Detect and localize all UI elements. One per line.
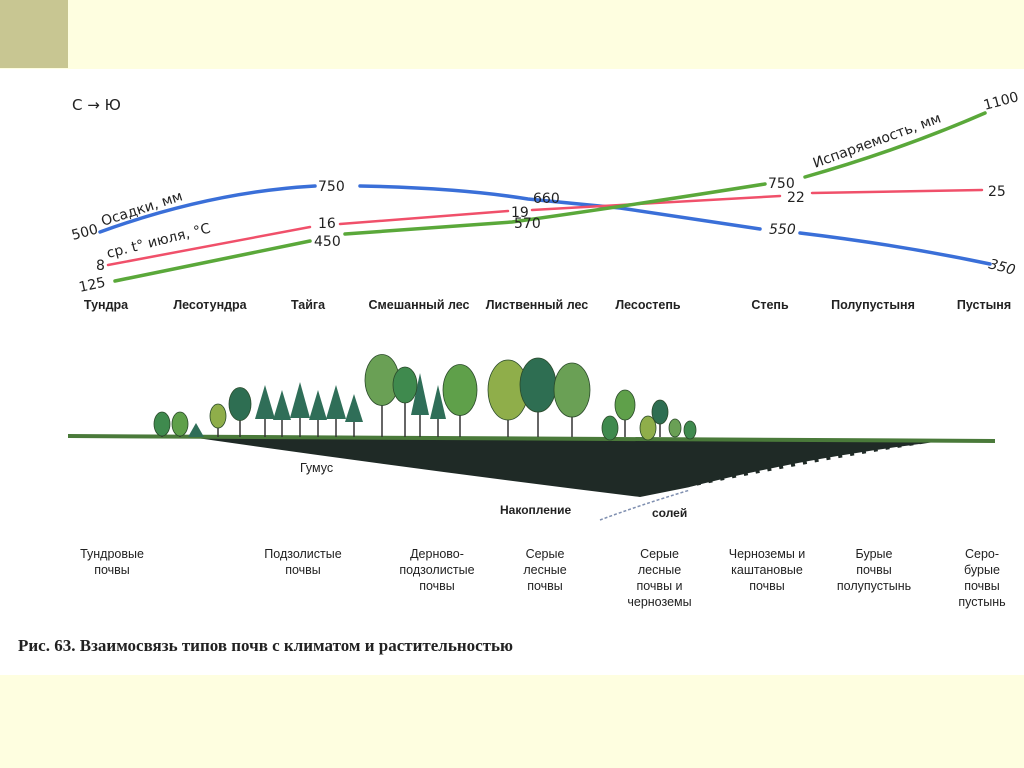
direction-label: С → Ю bbox=[72, 96, 121, 114]
zone-label: Смешанный лес bbox=[368, 298, 470, 312]
salt-trace bbox=[599, 489, 691, 521]
deciduous-tree bbox=[519, 357, 557, 413]
conifer-tree bbox=[255, 385, 275, 419]
soil-type-label: Серые лесные почвы и черноземы bbox=[612, 546, 707, 610]
soil-type-line: почвы bbox=[285, 563, 321, 577]
soil-type-line: почвы bbox=[419, 579, 455, 593]
deciduous-tree bbox=[639, 415, 657, 441]
soil-type-line: почвы bbox=[964, 579, 1000, 593]
temp-value: 16 bbox=[318, 216, 336, 232]
evap-value: 750 bbox=[768, 176, 795, 192]
soil-type-line: лесные bbox=[523, 563, 567, 577]
temp-value: 8 bbox=[96, 258, 105, 274]
conifer-tree bbox=[411, 373, 429, 415]
zone-label: Пустыня bbox=[956, 298, 1012, 312]
temp-value: 19 bbox=[511, 205, 529, 221]
soil-type-line: почвы bbox=[749, 579, 785, 593]
deciduous-tree bbox=[209, 403, 227, 429]
deciduous-tree bbox=[601, 415, 619, 441]
soil-type-label: Дерново-подзолистые почвы bbox=[378, 546, 496, 594]
soil-type-line: Бурые bbox=[855, 547, 893, 561]
zone-label: Полупустыня bbox=[831, 298, 915, 312]
soil-type-line: Тундровые bbox=[80, 547, 144, 561]
evap-value: 125 bbox=[78, 275, 107, 296]
soil-type-line: Серо- bbox=[964, 547, 1000, 561]
soil-type-line: Подзолистые bbox=[264, 547, 342, 561]
soil-type-line: почвы bbox=[94, 563, 130, 577]
soil-type-line: Черноземы и bbox=[728, 547, 806, 561]
deciduous-tree bbox=[614, 389, 636, 421]
vegetation bbox=[153, 354, 697, 441]
deciduous-tree bbox=[392, 366, 418, 404]
soil-type-label: Серые лесные почвы bbox=[505, 546, 585, 594]
conifer-tree bbox=[188, 423, 204, 437]
soil-type-line: Серые bbox=[525, 547, 565, 561]
salt-accumulation-band bbox=[689, 444, 921, 493]
precip-value: 750 bbox=[318, 179, 345, 195]
precip-value: 500 bbox=[70, 221, 100, 243]
zone-label: Лесостепь bbox=[615, 298, 681, 312]
soil-type-line: почвы и bbox=[636, 579, 683, 593]
soil-type-label: Бурые почвы полупустынь bbox=[818, 546, 930, 594]
deciduous-tree bbox=[553, 362, 591, 418]
conifer-tree bbox=[273, 390, 291, 420]
conifer-tree bbox=[290, 382, 310, 418]
conifer-tree bbox=[326, 385, 346, 419]
salt-label-right: солей bbox=[652, 506, 688, 520]
soil-type-line: полупустынь bbox=[836, 579, 912, 593]
deciduous-tree bbox=[228, 387, 252, 421]
soil-type-line: лесные bbox=[637, 563, 682, 577]
soil-type-line: черноземы bbox=[627, 595, 692, 609]
evaporation-title: Испаряемость, мм bbox=[811, 111, 943, 172]
humus-label: Гумус bbox=[300, 461, 334, 475]
temp-value: 22 bbox=[787, 190, 805, 206]
conifer-tree bbox=[430, 385, 446, 419]
deciduous-tree bbox=[153, 411, 171, 437]
soil-type-line: пустынь bbox=[958, 595, 1006, 609]
evap-value: 450 bbox=[314, 234, 341, 250]
deciduous-tree bbox=[683, 420, 697, 440]
temp-value: 25 bbox=[988, 184, 1006, 200]
soil-type-line: Серые bbox=[640, 547, 679, 561]
figure-caption: Рис. 63. Взаимосвязь типов почв с климат… bbox=[18, 636, 514, 655]
soil-type-line: почвы bbox=[527, 579, 563, 593]
soil-type-label: Подзолистые почвы bbox=[248, 546, 358, 578]
slide-accent-square bbox=[0, 0, 68, 68]
zone-label: Тайга bbox=[290, 298, 326, 312]
soil-type-line: почвы bbox=[856, 563, 892, 577]
deciduous-tree bbox=[668, 418, 682, 438]
soil-type-line: каштановые bbox=[731, 563, 803, 577]
ground-surface bbox=[67, 434, 996, 443]
salt-label-left: Накопление bbox=[500, 503, 572, 517]
deciduous-tree bbox=[651, 399, 669, 425]
soil-type-line: Дерново- bbox=[410, 547, 464, 561]
evaporation-line bbox=[113, 111, 987, 283]
zone-label: Тундра bbox=[83, 298, 129, 312]
evap-value: 1100 bbox=[982, 89, 1021, 114]
precip-value: 550 bbox=[769, 222, 796, 238]
soil-type-label: Тундровые почвы bbox=[62, 546, 162, 578]
soil-type-line: бурые bbox=[964, 563, 1000, 577]
evap-value: 570 bbox=[514, 216, 541, 232]
soil-type-label: Серо-бурые почвы пустынь bbox=[940, 546, 1024, 610]
soil-type-label: Черноземы и каштановые почвы bbox=[708, 546, 826, 594]
soil-type-line: подзолистые bbox=[399, 563, 475, 577]
zone-label: Лиственный лес bbox=[485, 298, 589, 312]
conifer-tree bbox=[345, 394, 363, 422]
humus-layer bbox=[190, 437, 940, 497]
deciduous-tree bbox=[442, 364, 478, 416]
zone-label: Лесотундра bbox=[173, 298, 247, 312]
zone-label: Степь bbox=[751, 298, 789, 312]
precip-value: 350 bbox=[987, 256, 1017, 278]
deciduous-tree bbox=[171, 411, 189, 437]
precip-value: 660 bbox=[533, 191, 560, 207]
temperature-line bbox=[106, 188, 984, 267]
precipitation-line bbox=[98, 184, 992, 266]
conifer-tree bbox=[309, 390, 327, 420]
